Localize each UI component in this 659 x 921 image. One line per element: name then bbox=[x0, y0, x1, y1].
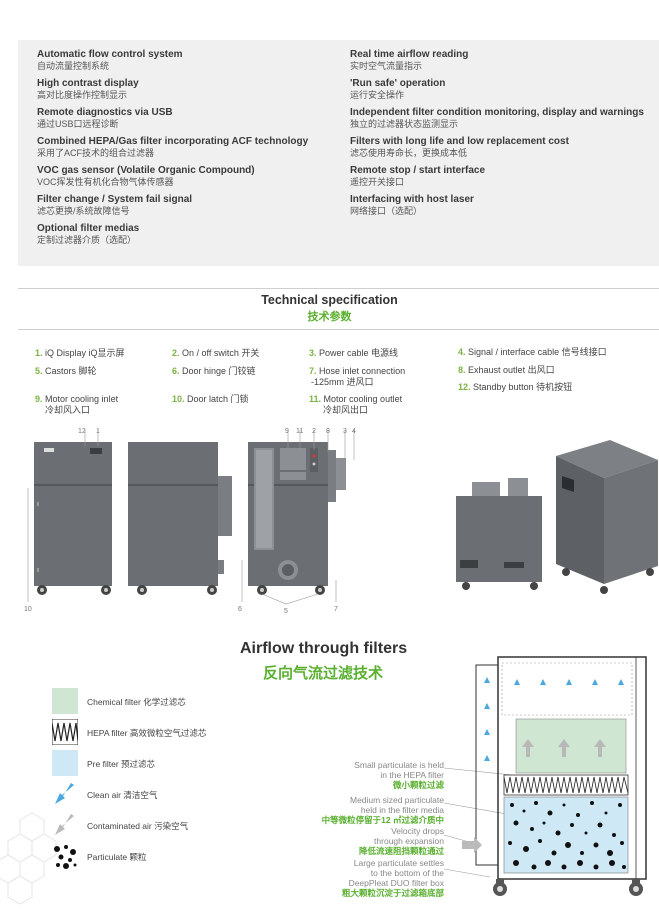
spec-item: 5. Castors 脚轮 bbox=[35, 366, 97, 376]
particulate-icon bbox=[54, 845, 77, 869]
pre-filter-swatch bbox=[52, 750, 78, 776]
callout-label: 1 bbox=[96, 428, 100, 435]
annotation-filter-media: Medium sized particulate held in the fil… bbox=[321, 795, 444, 825]
callout-label: 11 bbox=[296, 428, 303, 435]
spec-item: 10. Door latch 门锁 bbox=[172, 394, 249, 404]
spec-item: 4. Signal / interface cable 信号线接口 bbox=[458, 347, 607, 357]
spec-title: Technical specification bbox=[261, 293, 398, 307]
feature-item: Independent filter condition monitoring,… bbox=[350, 107, 644, 129]
airflow-cross-section bbox=[443, 656, 647, 896]
callout-label: 3 bbox=[343, 428, 347, 435]
divider bbox=[18, 329, 659, 330]
rear-view-drawing bbox=[241, 430, 355, 605]
spec-item: 2. On / off switch 开关 bbox=[172, 348, 260, 358]
side-view-drawing bbox=[128, 442, 232, 595]
spec-item: 8. Exhaust outlet 出风口 bbox=[458, 365, 555, 375]
contaminated-air-arrow-icon bbox=[55, 814, 74, 835]
clean-air-arrow-icon bbox=[55, 783, 74, 804]
legend-item-clean-air: Clean air 清洁空气 bbox=[52, 781, 352, 807]
legend-item-hepa-filter: HEPA filter 高效微粒空气过滤芯 bbox=[52, 719, 352, 745]
spec-item: 1. iQ Display iQ显示屏 bbox=[35, 348, 125, 358]
spec-item: 7. Hose inlet connection-125mm 进风口 bbox=[309, 366, 406, 387]
annotation-velocity: Velocity drops through expansion 降低流速阻挡颗… bbox=[358, 826, 444, 856]
callout-label: 12 bbox=[78, 428, 86, 435]
callout-label: 2 bbox=[312, 428, 316, 435]
legend-item-chemical-filter: Chemical filter 化学过滤芯 bbox=[52, 688, 352, 714]
callout-label: 5 bbox=[284, 608, 288, 615]
divider bbox=[18, 288, 659, 289]
legend-item-pre-filter: Pre filter 预过滤芯 bbox=[52, 750, 352, 776]
callout-label: 8 bbox=[326, 428, 330, 435]
spec-item: 12. Standby button 待机按钮 bbox=[458, 382, 573, 392]
airflow-subtitle: 反向气流过滤技术 bbox=[263, 665, 384, 682]
spec-subtitle: 技术参数 bbox=[307, 311, 352, 323]
annotation-hepa: Small particulate is held in the HEPA fi… bbox=[354, 760, 444, 790]
unit-3d-drawing bbox=[556, 440, 658, 594]
airflow-title: Airflow through filters bbox=[240, 640, 408, 657]
unit-drawings: 12 1 9 11 2 8 3 4 10 6 5 7 bbox=[24, 428, 658, 615]
legend-item-particulate: Particulate 颗粒 bbox=[52, 843, 352, 869]
callout-label: 9 bbox=[285, 428, 289, 435]
callout-label: 4 bbox=[352, 428, 356, 435]
feature-item: Combined HEPA/Gas filter incorporating A… bbox=[37, 136, 309, 158]
callout-label: 10 bbox=[24, 606, 32, 613]
chemical-filter-swatch bbox=[52, 688, 78, 714]
feature-item: Filters with long life and low replaceme… bbox=[350, 136, 569, 158]
feature-item: VOC gas sensor (Volatile Organic Compoun… bbox=[37, 165, 255, 187]
hepa-filter-swatch bbox=[52, 719, 78, 745]
callout-label: 6 bbox=[238, 606, 242, 613]
compact-unit-drawing bbox=[456, 478, 542, 590]
front-view-drawing bbox=[27, 430, 112, 602]
legend-item-contaminated-air: Contaminated air 污染空气 bbox=[52, 812, 352, 838]
spec-item: 6. Door hinge 门铰链 bbox=[172, 366, 256, 376]
callout-label: 7 bbox=[334, 606, 338, 613]
annotation-settles: Large particulate settles to the bottom … bbox=[341, 858, 444, 898]
spec-item: 3. Power cable 电源线 bbox=[309, 348, 399, 358]
hexagon-decoration bbox=[0, 812, 57, 905]
